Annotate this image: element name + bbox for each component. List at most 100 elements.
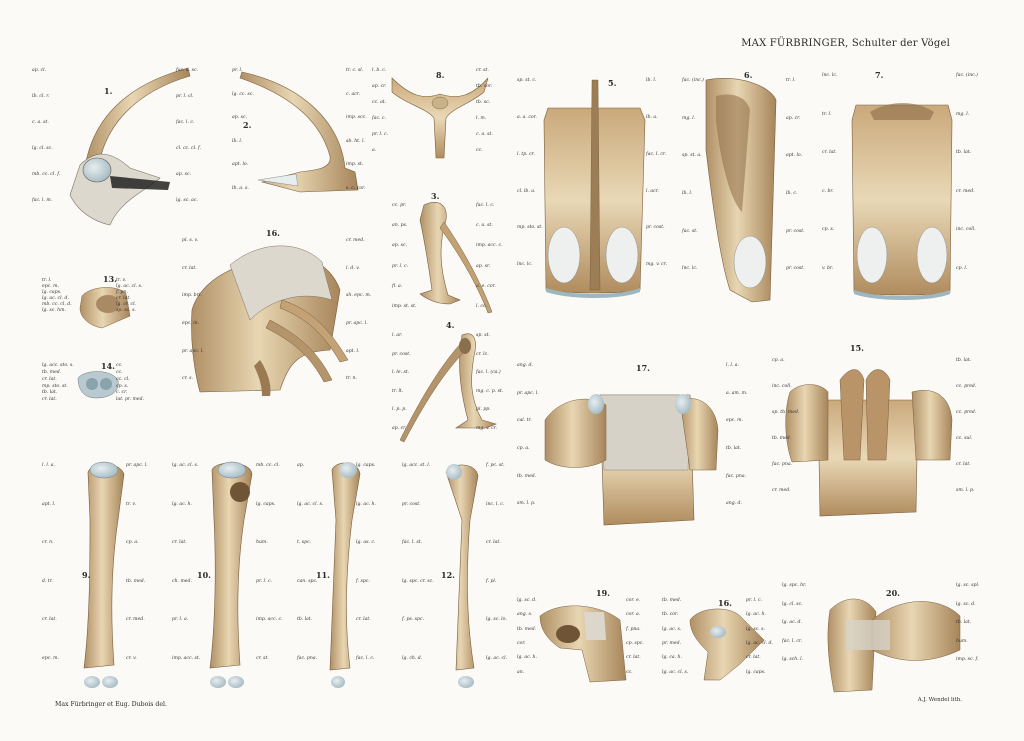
annotation-label: epc. m. xyxy=(182,321,199,326)
annotation-label: cl. cc. cl. f. xyxy=(176,146,201,151)
figure-7-drawing xyxy=(851,103,953,300)
figure-number: 13. xyxy=(103,274,117,284)
annotation-label: cc. xyxy=(116,369,123,375)
annotation-label: cp. spc. xyxy=(626,641,644,646)
annotation-label: inc. coll. xyxy=(772,384,792,389)
annotation-label: lg. ac. d. xyxy=(782,620,802,625)
annotation-label: apt. l. xyxy=(42,501,56,507)
figure-6-drawing xyxy=(705,78,777,303)
annotation-label: cp. l. xyxy=(956,265,968,271)
figure-19-drawing xyxy=(539,605,627,683)
annotation-label: s. c. cor. xyxy=(346,185,366,191)
annotation-label: epc. m. xyxy=(726,418,743,424)
annotation-label: cr. n. xyxy=(42,540,54,545)
annotation-label: imp. scc. xyxy=(346,115,367,120)
annotation-label: pr. l. cl. xyxy=(176,94,194,99)
annotation-label: ang. s. xyxy=(517,612,533,618)
figure-number: 10. xyxy=(197,570,211,580)
annotation-label: tr. n. xyxy=(346,376,357,382)
figure-number: 5. xyxy=(608,78,617,88)
figure-20-drawing xyxy=(827,598,961,693)
annotation-label: ap. cl. xyxy=(32,68,47,73)
annotation-label: pr. l. c. xyxy=(372,132,388,137)
annotation-label: ap. sc. xyxy=(232,115,247,120)
annotation-label: lg. ac. h. xyxy=(517,655,537,661)
annotation-label: imp. acc. c. xyxy=(476,243,503,249)
annotation-label: an. xyxy=(517,669,525,675)
annotation-label: cc. xyxy=(476,148,483,153)
annotation-label: pl. s. v. xyxy=(182,238,199,243)
annotation-label: cc. pr. xyxy=(392,203,407,208)
annotation-label: lb. c. xyxy=(786,191,798,196)
annotation-label: mg. l. xyxy=(956,111,970,117)
annotation-label: cor. e. xyxy=(626,598,641,603)
annotation-label: lb. l. xyxy=(646,78,657,83)
annotation-label: fac. l. cr. xyxy=(782,638,803,644)
annotation-label: fac. st. xyxy=(682,228,698,234)
annotation-label: lg. sc. ac. xyxy=(176,198,198,203)
annotation-label: ap. sr. xyxy=(476,263,491,269)
figure-number: 3. xyxy=(431,191,440,201)
annotation-label: pr. cost. xyxy=(786,266,805,272)
annotation-label: l. le. st. xyxy=(392,370,410,375)
header-author: MAX FÜRBRINGER, xyxy=(741,38,849,49)
annotation-label: cr. lat. xyxy=(356,617,371,622)
annotation-label: cc. cl. xyxy=(116,376,130,382)
figure-12-drawing xyxy=(445,464,479,688)
annotation-label: lg. ac. h. xyxy=(746,612,766,618)
annotation-label: lg. as. c. xyxy=(356,540,376,545)
annotation-label: fac. a. sc. xyxy=(176,68,198,73)
annotation-label: fl. a. xyxy=(392,283,403,289)
annotation-label: f. pn. xyxy=(116,290,128,295)
annotation-label: lg. cr. cl. xyxy=(116,302,137,307)
annotation-label: pr. apc. l. xyxy=(182,348,204,354)
annotation-label: lg. ch. d. xyxy=(402,655,423,661)
annotation-label: fac. l. c. xyxy=(476,203,495,208)
figure-number: 9. xyxy=(82,570,91,580)
annotation-label: fac. l. m. xyxy=(32,198,53,203)
annotation-label: apt. l. xyxy=(346,348,360,354)
annotation-label: sp. st. c. xyxy=(517,78,537,83)
annotation-label: a. am. m. xyxy=(726,390,748,396)
annotation-label: tb. med. xyxy=(126,578,146,584)
annotation-label: fac. l. c. xyxy=(356,655,375,661)
annotation-label: sb. ht. l. xyxy=(346,138,365,144)
annotation-label: tr. l. xyxy=(786,78,796,83)
annotation-label: lg. sch. l. xyxy=(782,657,804,662)
figure-number: 16. xyxy=(266,228,280,238)
plate-header: MAX FÜRBRINGER, Schulter der Vögel xyxy=(741,38,950,49)
annotation-label: fac. l. st. xyxy=(402,540,422,545)
annotation-label: cp. a. xyxy=(126,540,139,545)
annotation-label: cr. lat. xyxy=(182,265,197,271)
annotation-label: mb. cc. cl. d. xyxy=(42,302,72,307)
annotation-label: lb. a. s. xyxy=(232,185,249,191)
annotation-label: pr. apc. l. xyxy=(346,321,368,326)
figure-3-drawing xyxy=(419,202,493,314)
annotation-label: cr. med. xyxy=(126,617,145,622)
annotation-label: tr. l. xyxy=(42,278,52,283)
annotation-label: sp. sc. s. xyxy=(116,308,136,313)
annotation-label: sm. l. p. xyxy=(517,501,536,507)
annotation-label: imp. st. xyxy=(346,162,364,167)
annotation-label: tr. v. xyxy=(116,278,126,283)
figure-10-drawing xyxy=(209,461,253,688)
annotation-label: pr. l. c. xyxy=(746,598,762,603)
annotation-label: l. l. a. xyxy=(42,463,55,468)
annotation-label: fac. l. c. xyxy=(176,120,195,125)
annotation-label: mg. l. xyxy=(682,115,696,121)
annotation-label: tr. l. xyxy=(822,111,832,117)
annotation-label: pr. cost. xyxy=(646,225,665,231)
annotation-label: c. a. st. xyxy=(32,120,49,125)
annotation-label: f. ps. spc. xyxy=(402,617,425,622)
annotation-label: mb. cc. cl. f. xyxy=(32,172,61,177)
annotation-label: cr. lat. xyxy=(42,617,57,622)
annotation-label: pr. l. c. xyxy=(392,263,408,269)
footer-credit-right: A.J. Wendel lith. xyxy=(917,697,962,703)
figure-16b-drawing xyxy=(689,608,765,681)
annotation-label: cor. a. xyxy=(626,612,641,618)
annotation-label: lg. sc. lo. xyxy=(486,617,507,622)
annotation-label: l. tp. cr. xyxy=(517,151,535,157)
annotation-label: lg. caps. xyxy=(746,669,766,675)
annotation-label: cr. v. xyxy=(126,655,137,661)
